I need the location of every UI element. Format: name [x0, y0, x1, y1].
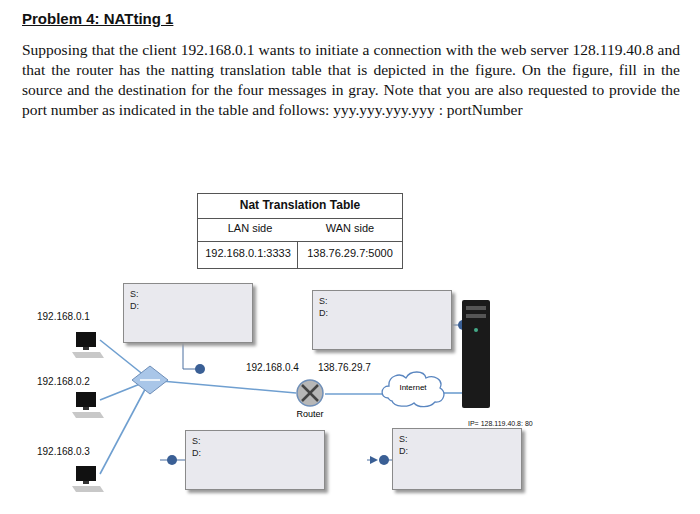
router-label: Router	[286, 409, 334, 419]
client-computers	[72, 332, 104, 492]
address-label: IP= 128.119.40.8: 80	[468, 420, 533, 427]
table-cell: Nat Translation Table	[200, 198, 400, 212]
internet-cloud: Internet	[380, 368, 446, 408]
field-label: D:	[399, 445, 515, 457]
address-label: 138.76.29.7	[318, 362, 371, 373]
message-box: S:D:	[123, 283, 253, 343]
message-box: S:D:	[392, 428, 522, 490]
table-cell: WAN side	[300, 222, 400, 234]
field-label: S:	[319, 295, 445, 307]
field-label: S:	[399, 433, 515, 445]
web-server-tower	[462, 300, 490, 408]
page-title: Problem 4: NATting 1	[22, 10, 173, 27]
address-label: 192.168.0.1	[37, 311, 90, 322]
address-label: 192.168.0.2	[37, 376, 90, 387]
field-label: D:	[319, 307, 445, 319]
message-box: S:D:	[312, 290, 452, 350]
address-label: 192.168.0.3	[37, 446, 90, 457]
table-cell: 192.168.0.1:3333	[199, 247, 297, 259]
table-cell: LAN side	[200, 222, 300, 234]
field-label: D:	[130, 300, 246, 312]
switch-symbol	[132, 366, 168, 394]
field-label: D:	[192, 447, 318, 459]
cloud-label: Internet	[380, 368, 446, 408]
message-box: S:D:	[185, 430, 325, 490]
address-label: 192.168.0.4	[246, 362, 299, 373]
router-node: Router	[286, 379, 334, 419]
nat-table-grid	[198, 194, 403, 269]
field-label: S:	[130, 288, 246, 300]
problem-statement: Supposing that the client 192.168.0.1 wa…	[22, 40, 680, 120]
router-symbol	[286, 379, 334, 409]
network-link	[325, 393, 382, 395]
field-label: S:	[192, 435, 318, 447]
table-cell: 138.76.29.7:5000	[299, 247, 401, 259]
